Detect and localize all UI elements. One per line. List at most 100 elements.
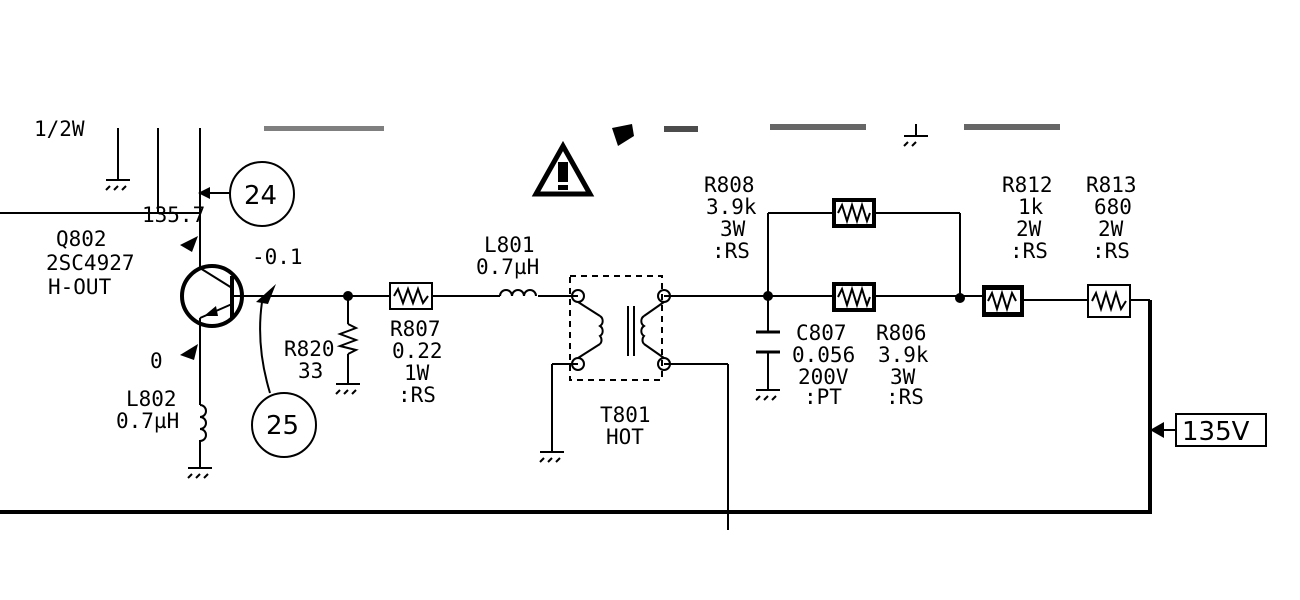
emitter-voltage: 0 (150, 349, 163, 373)
resistor-r808 (832, 198, 876, 228)
junction-c807 (763, 291, 773, 301)
grounds (105, 124, 928, 479)
pointer-base-icon (256, 284, 276, 304)
r808-type: :RS (712, 239, 750, 263)
top-cut-label: 1/2W (34, 117, 85, 141)
r812-type: :RS (1010, 239, 1048, 263)
t801-ref: T801 (600, 403, 651, 427)
wire-tp25 (259, 301, 271, 394)
l802-coil (199, 404, 207, 442)
r813-val: 680 (1094, 195, 1132, 219)
c807-volt: 200V (798, 365, 849, 389)
t801-outline (569, 275, 663, 381)
l802-ref: L802 (126, 387, 177, 411)
warning-triangle-icon (531, 140, 595, 197)
junction-r808 (955, 293, 965, 303)
r807-ref: R807 (390, 317, 441, 341)
wires (0, 128, 1176, 530)
r807-val: 0.22 (392, 339, 443, 363)
q802-func: H-OUT (48, 275, 112, 299)
test-points (229, 161, 317, 458)
supply-label: 135V (1182, 417, 1250, 447)
r812-ref: R812 (1002, 173, 1053, 197)
t801-primary-coil (598, 315, 604, 345)
inductor-l801 (499, 289, 537, 297)
top-cutoff-symbols (264, 124, 1060, 146)
r806-type: :RS (886, 385, 924, 409)
top-cut-text-1 (664, 126, 698, 132)
r820-zigzag (336, 323, 359, 355)
test-point-25-label: 25 (266, 411, 299, 441)
l801-coil (499, 289, 537, 297)
l801-ref: L801 (484, 233, 535, 257)
t801-secondary-coil (640, 315, 646, 345)
r808-zigzag (837, 201, 871, 225)
test-point-24-label: 24 (244, 181, 277, 211)
r806-zigzag (837, 285, 871, 309)
r820-ref: R820 (284, 337, 335, 361)
supply-tag (1150, 413, 1267, 447)
capacitor-c807 (756, 330, 780, 354)
r812-val: 1k (1018, 195, 1044, 219)
ground-icon (539, 451, 564, 463)
c807-type: :PT (804, 385, 842, 409)
ground-icon (105, 179, 130, 191)
pointer-collector-icon (180, 236, 198, 252)
r813-type: :RS (1092, 239, 1130, 263)
supply-box (1175, 413, 1267, 447)
r813-ref: R813 (1086, 173, 1137, 197)
r807-box (389, 282, 433, 310)
top-symbol-icon (612, 124, 634, 146)
q802-part: 2SC4927 (46, 251, 135, 275)
r820-val: 33 (298, 359, 323, 383)
supply-arrow-icon (1150, 422, 1164, 438)
r807-type: :RS (398, 383, 436, 407)
t801-func: HOT (606, 425, 644, 449)
top-cut-text-2 (770, 124, 866, 130)
r813-zigzag (1091, 289, 1127, 313)
resistor-r813 (1087, 284, 1131, 318)
r812-pwr: 2W (1016, 217, 1042, 241)
junctions (343, 291, 965, 303)
junction-base (343, 291, 353, 301)
transistor-q802 (180, 264, 244, 328)
ground-icon (903, 124, 928, 147)
r806-pwr: 3W (890, 365, 916, 389)
resistor-r812 (982, 285, 1024, 317)
r813-pwr: 2W (1098, 217, 1124, 241)
ground-icon (755, 389, 780, 401)
r806-val: 3.9k (878, 343, 929, 367)
transistor-collector-lead (199, 267, 233, 289)
r806-ref: R806 (876, 321, 927, 345)
r808-pwr: 3W (720, 217, 746, 241)
transformer-t801 (569, 275, 671, 381)
ground-icon (187, 467, 212, 479)
ground-icon (335, 383, 360, 395)
r813-box (1087, 284, 1131, 318)
l802-val: 0.7µH (116, 409, 179, 433)
r812-zigzag (987, 289, 1017, 313)
test-point-25 (251, 392, 317, 458)
t801-p-lead-top (577, 301, 601, 317)
t801-s-lead-bot (643, 343, 665, 359)
emitter-arrow-icon (204, 306, 218, 316)
resistor-r820 (336, 323, 359, 355)
top-cut-text-3 (964, 124, 1060, 130)
r808-ref: R808 (704, 173, 755, 197)
r807-pwr: 1W (404, 361, 430, 385)
collector-voltage: 135.7 (142, 203, 205, 227)
inductor-l802 (199, 404, 207, 442)
pointer-emitter-icon (180, 344, 198, 360)
top-cut-text-4 (264, 126, 384, 131)
pointer-tp24-icon (198, 187, 210, 199)
base-voltage: -0.1 (252, 245, 303, 269)
text-labels: 1/2W 135.7 24 Q802 2SC4927 H-OUT -0.1 0 … (34, 117, 1250, 449)
q802-ref: Q802 (56, 227, 107, 251)
voltage-pointers (180, 187, 276, 360)
resistor-r807 (389, 282, 433, 310)
resistor-r806 (832, 282, 876, 312)
l801-val: 0.7µH (476, 255, 539, 279)
test-point-24 (229, 161, 295, 227)
